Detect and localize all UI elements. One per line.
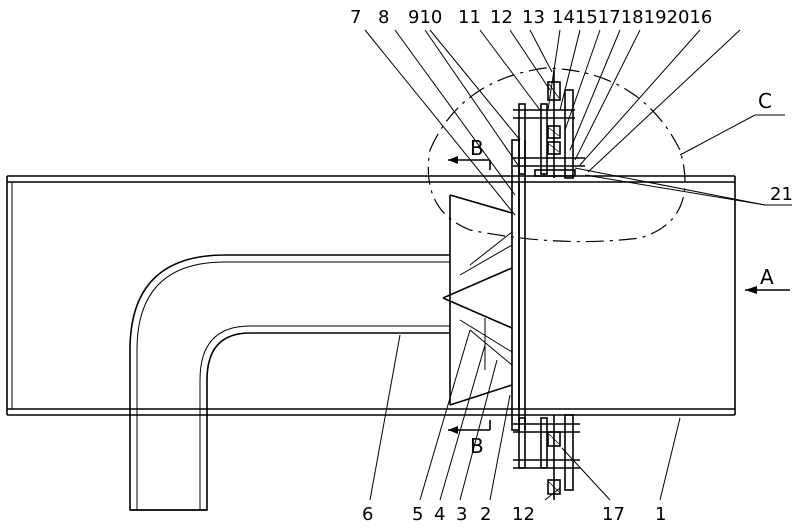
label-11: 11 [458, 7, 481, 28]
leader-21 [574, 167, 792, 206]
label-8: 8 [378, 7, 389, 28]
label-b-top: B [470, 136, 484, 160]
label-17: 17 [602, 504, 625, 525]
label-3: 3 [456, 504, 467, 525]
detail-circle-c [427, 67, 686, 243]
elbow-pipe [129, 254, 450, 511]
leader-lines-bottom [369, 329, 681, 501]
label-1: 1 [655, 504, 666, 525]
view-arrow-a [745, 286, 790, 294]
bottom-clamp-assembly [513, 414, 580, 500]
label-4: 4 [434, 504, 445, 525]
leader-c [679, 114, 756, 156]
cone-assembly [442, 194, 513, 406]
label-5: 5 [412, 504, 423, 525]
label-6: 6 [362, 504, 373, 525]
top-clamp-assembly [513, 70, 585, 179]
label-12-bottom: 12 [512, 504, 535, 525]
main-pipe [6, 175, 736, 416]
flange-plate [511, 139, 526, 431]
label-910: 910 [408, 7, 442, 28]
label-7: 7 [350, 7, 361, 28]
label-c: C [758, 89, 772, 113]
label-a: A [760, 265, 774, 289]
label-13: 13 [522, 7, 545, 28]
label-21: 21 [770, 184, 793, 205]
leader-lines-top [364, 29, 741, 216]
section-markers [448, 156, 491, 434]
label-12-top: 12 [490, 7, 513, 28]
label-b-bottom: B [470, 434, 484, 458]
label-2: 2 [480, 504, 491, 525]
label-14-to-16: 14151718192016 [552, 7, 712, 28]
